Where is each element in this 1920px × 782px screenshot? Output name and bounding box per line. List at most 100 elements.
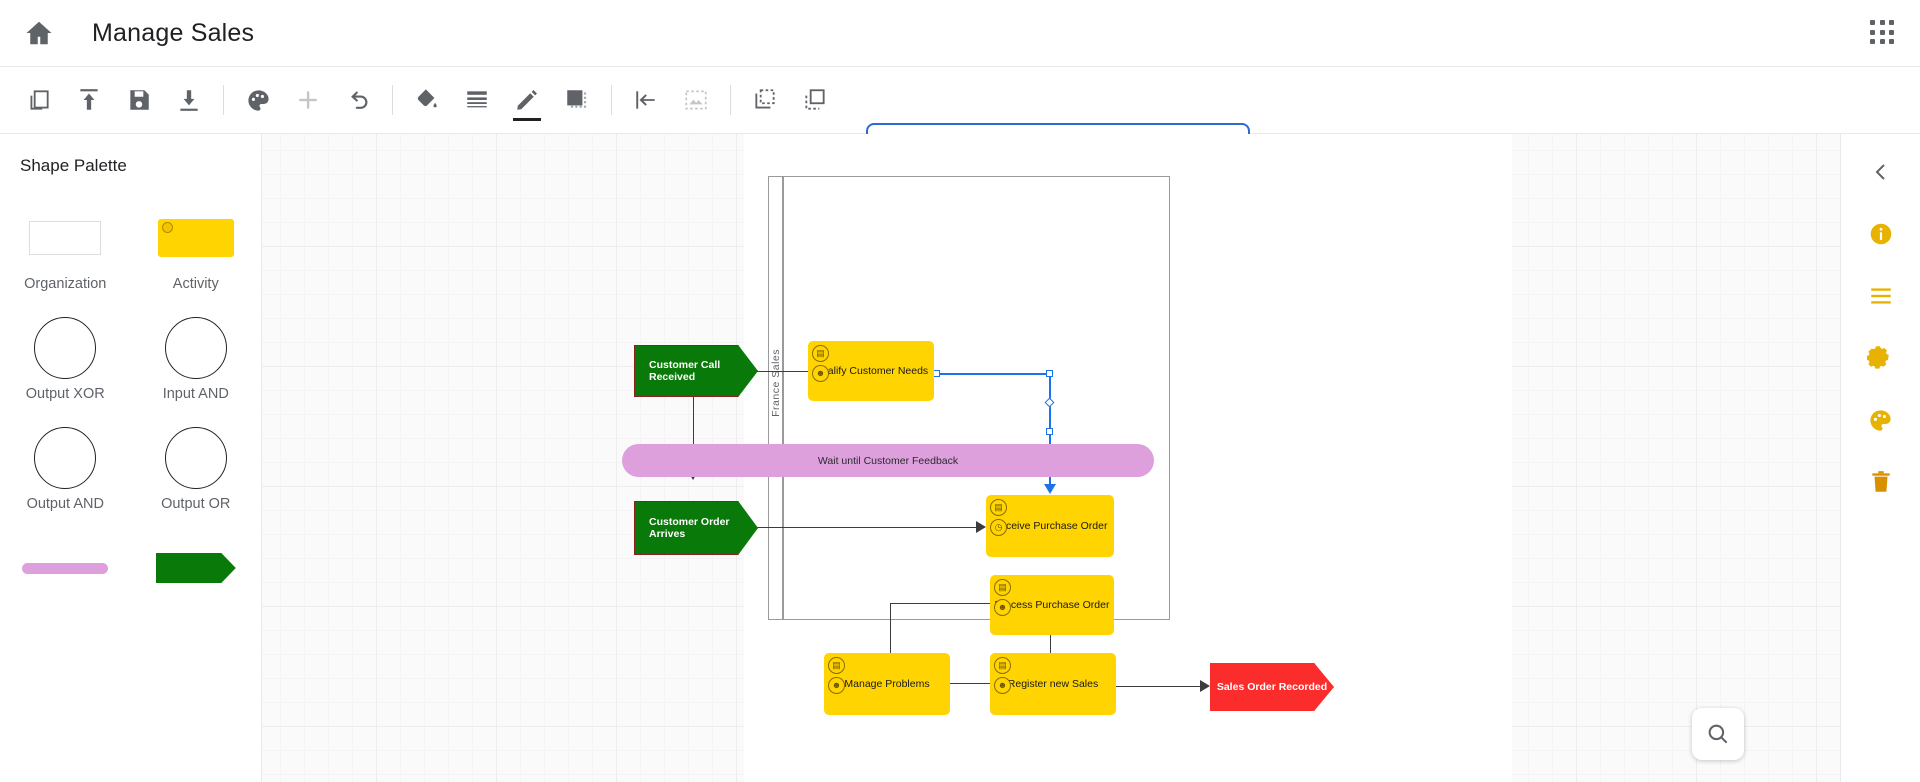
node-qualify-customer-needs[interactable]: ▤ ☻ Qualify Customer Needs (808, 341, 934, 401)
node-label: Customer Call Received (649, 359, 721, 383)
node-wait-until-customer-feedback[interactable]: Wait until Customer Feedback (622, 444, 1154, 477)
document-icon: ▤ (994, 657, 1011, 674)
connector-handle[interactable] (1046, 370, 1053, 377)
palette-item-wait[interactable] (0, 532, 131, 606)
toolbar-divider (730, 85, 731, 115)
lane-label: France Sales (770, 349, 782, 417)
node-sales-order-recorded[interactable]: Sales Order Recorded (1210, 663, 1334, 711)
connector[interactable] (890, 603, 892, 665)
node-customer-order-arrives[interactable]: Customer Order Arrives (634, 501, 758, 555)
zoom-button[interactable] (1692, 708, 1744, 760)
circle-shape (164, 312, 227, 384)
palette-item-label: Output XOR (25, 386, 105, 402)
palette-item-event[interactable] (131, 532, 262, 606)
plus-icon[interactable] (283, 75, 333, 125)
connector[interactable] (754, 371, 812, 373)
upload-icon[interactable] (64, 75, 114, 125)
palette-item-label: Input AND (162, 386, 229, 402)
shadow-square-icon[interactable] (552, 75, 602, 125)
connector[interactable] (1114, 686, 1204, 688)
palette-item-label: Output OR (161, 496, 231, 512)
person-icon: ☻ (994, 599, 1011, 616)
page-title: Manage Sales (92, 18, 255, 47)
diagram-canvas[interactable]: France Sales Customer Call Received ▤ (262, 134, 1840, 782)
clock-icon: ◷ (990, 519, 1007, 536)
lane-divider (782, 176, 784, 620)
activity-shape (157, 202, 234, 274)
node-label: Manage Problems (844, 678, 930, 690)
node-label: Process Purchase Order (994, 599, 1110, 611)
node-label: Register new Sales (1007, 678, 1099, 690)
circle-shape (34, 422, 97, 494)
circle-shape (164, 422, 227, 494)
person-icon: ☻ (812, 365, 829, 382)
palette-item-label: Organization (24, 276, 107, 292)
connector[interactable] (950, 683, 998, 685)
bring-to-front-icon[interactable] (740, 75, 790, 125)
connector-handle[interactable] (1046, 428, 1053, 435)
palette-icon[interactable] (233, 75, 283, 125)
organization-shape (29, 202, 102, 274)
chevron-left-icon[interactable] (1861, 152, 1901, 192)
connector[interactable] (1050, 631, 1052, 663)
line-weight-icon[interactable] (452, 75, 502, 125)
document-icon: ▤ (812, 345, 829, 362)
node-label: Customer Order Arrives (649, 516, 730, 540)
document-icon: ▤ (828, 657, 845, 674)
connector[interactable] (693, 396, 695, 474)
selected-connector[interactable] (936, 373, 1051, 375)
node-label: Sales Order Recorded (1216, 681, 1328, 693)
toolbar-divider (392, 85, 393, 115)
copy-icon[interactable] (14, 75, 64, 125)
align-left-icon[interactable] (621, 75, 671, 125)
send-to-back-icon[interactable] (790, 75, 840, 125)
palette-icon[interactable] (1861, 400, 1901, 440)
palette-item-activity[interactable]: Activity (131, 202, 262, 292)
info-icon[interactable] (1861, 214, 1901, 254)
download-icon[interactable] (164, 75, 214, 125)
connector[interactable] (754, 527, 980, 529)
node-register-new-sales[interactable]: ▤ ☻ Register new Sales (990, 653, 1116, 715)
toolbar-divider (223, 85, 224, 115)
gear-icon[interactable] (1861, 338, 1901, 378)
event-arrow-shape (155, 532, 236, 604)
node-manage-problems[interactable]: ▤ ☻ Manage Problems (824, 653, 950, 715)
palette-item-input-and[interactable]: Input AND (131, 312, 262, 402)
connector-arrow (1200, 680, 1210, 692)
image-icon[interactable] (671, 75, 721, 125)
connector-handle[interactable] (933, 370, 940, 377)
connector[interactable] (890, 603, 990, 605)
trash-icon[interactable] (1861, 462, 1901, 502)
circle-shape (34, 312, 97, 384)
app-header: Manage Sales (0, 0, 1920, 66)
person-icon: ☻ (828, 677, 845, 694)
document-icon: ▤ (990, 499, 1007, 516)
palette-grid: Organization Activity Output XOR Input A… (0, 202, 261, 606)
node-receive-purchase-order[interactable]: ▤ ◷ Receive Purchase Order (986, 495, 1114, 557)
home-icon[interactable] (24, 18, 54, 48)
palette-item-output-and[interactable]: Output AND (0, 422, 131, 512)
palette-item-label: Activity (172, 276, 219, 292)
connector-arrow (976, 521, 986, 533)
toolbar: Direct Route (0, 66, 1920, 207)
node-label: Receive Purchase Order (992, 520, 1108, 532)
selected-connector-arrow (1044, 484, 1056, 494)
node-process-purchase-order[interactable]: ▤ ☻ Process Purchase Order (990, 575, 1114, 635)
palette-title: Shape Palette (20, 156, 127, 175)
fill-bucket-icon[interactable] (402, 75, 452, 125)
right-rail (1840, 134, 1920, 782)
list-icon[interactable] (1861, 276, 1901, 316)
node-label: Qualify Customer Needs (813, 365, 929, 377)
palette-item-label: Output AND (26, 496, 104, 512)
wait-bar-shape (22, 532, 109, 604)
search-icon (1705, 721, 1731, 747)
save-icon[interactable] (114, 75, 164, 125)
palette-item-organization[interactable]: Organization (0, 202, 131, 292)
undo-icon[interactable] (333, 75, 383, 125)
palette-item-output-xor[interactable]: Output XOR (0, 312, 131, 402)
node-label: Wait until Customer Feedback (817, 454, 959, 467)
palette-item-output-or[interactable]: Output OR (131, 422, 262, 512)
pencil-icon[interactable] (502, 75, 552, 125)
node-customer-call-received[interactable]: Customer Call Received (634, 345, 758, 397)
grid-apps-icon[interactable] (1870, 20, 1896, 46)
